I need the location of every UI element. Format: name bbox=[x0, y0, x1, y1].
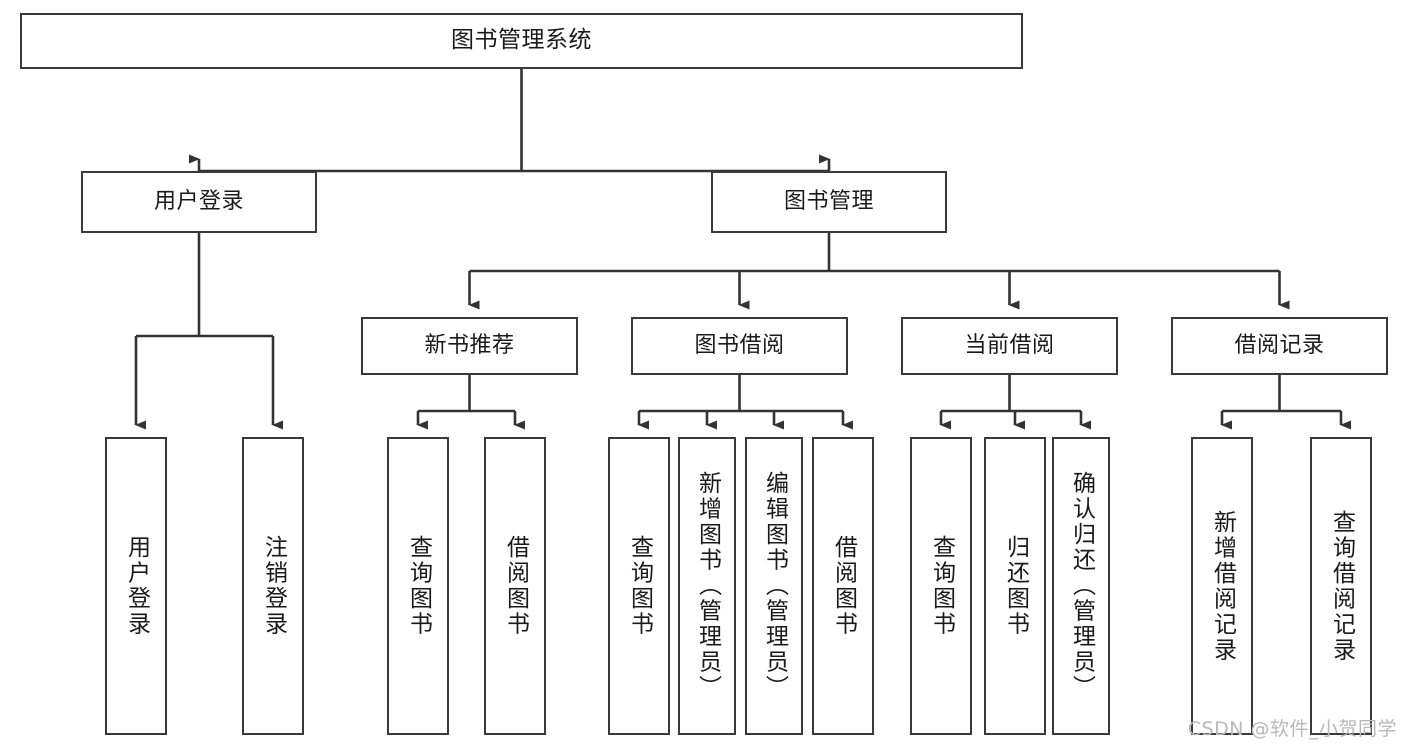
node-label: 查询图书 bbox=[405, 535, 432, 637]
node-c-query[interactable]: 查询图书 bbox=[910, 437, 972, 735]
node-borrow[interactable]: 图书借阅 bbox=[631, 317, 848, 375]
node-c-return[interactable]: 归还图书 bbox=[984, 437, 1046, 735]
node-bookmgmt[interactable]: 图书管理 bbox=[711, 171, 947, 233]
node-label: 借阅图书 bbox=[502, 535, 529, 637]
node-label: 查询图书 bbox=[928, 535, 955, 637]
node-l-login[interactable]: 用户登录 bbox=[105, 437, 167, 735]
node-b-edit[interactable]: 编辑图书（管理员） bbox=[745, 437, 803, 735]
node-r-add[interactable]: 新增借阅记录 bbox=[1191, 437, 1253, 735]
node-label: 借阅图书 bbox=[830, 535, 857, 637]
node-b-borrow[interactable]: 借阅图书 bbox=[812, 437, 874, 735]
node-n-borrow[interactable]: 借阅图书 bbox=[484, 437, 546, 735]
node-label: 新增借阅记录 bbox=[1209, 509, 1236, 663]
node-current[interactable]: 当前借阅 bbox=[901, 317, 1118, 375]
node-label: 当前借阅 bbox=[964, 332, 1055, 358]
node-label: 图书借阅 bbox=[694, 332, 785, 358]
node-records[interactable]: 借阅记录 bbox=[1171, 317, 1388, 375]
node-r-query[interactable]: 查询借阅记录 bbox=[1310, 437, 1372, 735]
node-root[interactable]: 图书管理系统 bbox=[20, 13, 1023, 69]
node-label: 用户登录 bbox=[153, 188, 244, 214]
node-label: 编辑图书（管理员） bbox=[761, 471, 788, 701]
node-login[interactable]: 用户登录 bbox=[81, 171, 317, 233]
node-b-add[interactable]: 新增图书（管理员） bbox=[678, 437, 736, 735]
node-label: 确认归还（管理员） bbox=[1068, 471, 1095, 701]
node-label: 查询借阅记录 bbox=[1328, 509, 1355, 663]
node-label: 图书管理 bbox=[783, 188, 874, 214]
node-label: 归还图书 bbox=[1002, 535, 1029, 637]
node-b-query[interactable]: 查询图书 bbox=[608, 437, 670, 735]
node-label: 新增图书（管理员） bbox=[694, 471, 721, 701]
node-newbook[interactable]: 新书推荐 bbox=[361, 317, 578, 375]
node-label: 查询图书 bbox=[626, 535, 653, 637]
node-n-query[interactable]: 查询图书 bbox=[387, 437, 449, 735]
node-label: 注销登录 bbox=[260, 535, 287, 637]
node-l-logout[interactable]: 注销登录 bbox=[242, 437, 304, 735]
node-label: 用户登录 bbox=[123, 535, 150, 637]
node-label: 图书管理系统 bbox=[451, 27, 592, 54]
csdn-watermark: CSDN @软件_小贺同学 bbox=[1187, 718, 1397, 740]
node-label: 新书推荐 bbox=[424, 332, 515, 358]
node-c-confirm[interactable]: 确认归还（管理员） bbox=[1052, 437, 1110, 735]
node-label: 借阅记录 bbox=[1234, 332, 1325, 358]
